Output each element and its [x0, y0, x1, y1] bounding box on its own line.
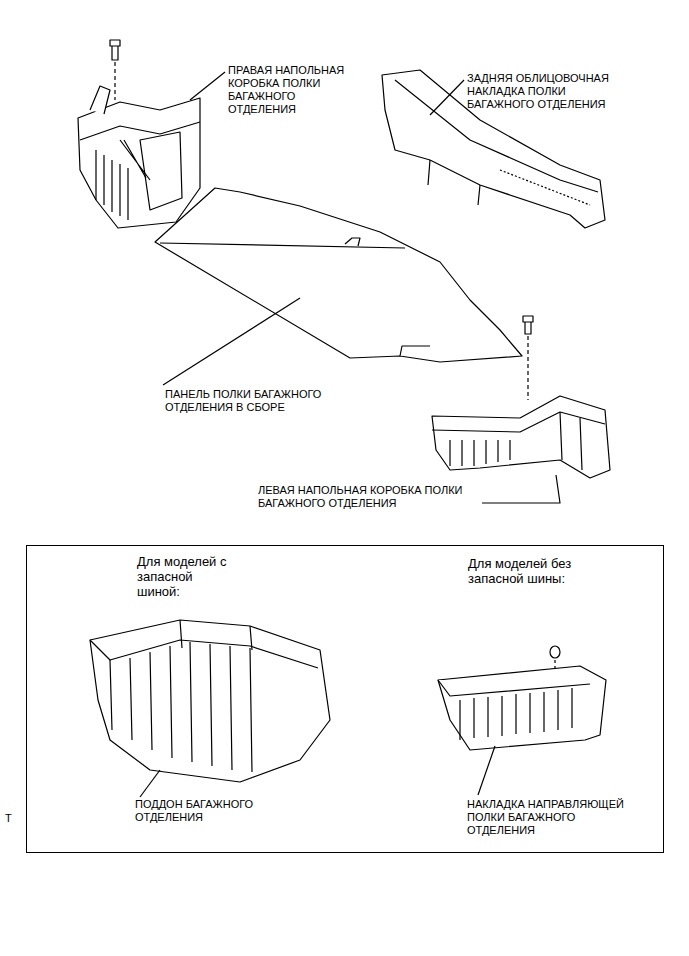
leader-line: [478, 746, 495, 795]
leader-line: [190, 72, 225, 100]
deck-board-panel: [155, 188, 522, 362]
part-name: ЗАДНЯЯ ОБЛИЦОВОЧНАЯ НАКЛАДКА ПОЛКИ БАГАЖ…: [467, 72, 632, 111]
part-name: ПАНЕЛЬ ПОЛКИ БАГАЖНОГО ОТДЕЛЕНИЯ В СБОРЕ: [165, 388, 335, 414]
bolt: [523, 316, 533, 400]
leader-line: [482, 475, 560, 503]
left-floor-box: [432, 396, 610, 478]
figure-code: T: [5, 812, 25, 825]
part-name: НАКЛАДКА НАПРАВЛЯЮЩЕЙ ПОЛКИ БАГАЖНОГО ОТ…: [467, 798, 637, 837]
leader-line: [163, 298, 300, 385]
guide-trim: [438, 666, 606, 750]
tray: [90, 620, 330, 782]
variant-heading: Для моделей с запасной шиной:: [137, 554, 227, 599]
leader-line: [430, 80, 464, 115]
right-floor-box: [78, 86, 200, 228]
part-name: ЛЕВАЯ НАПОЛЬНАЯ КОРОБКА ПОЛКИ БАГАЖНОГО …: [258, 484, 480, 510]
variant-heading: Для моделей без запасной шины:: [468, 556, 588, 586]
part-name: ПОДДОН БАГАЖНОГО ОТДЕЛЕНИЯ: [135, 798, 265, 824]
bolt: [110, 40, 120, 100]
variant-frame: Для моделей с запасной шиной: Для моделей…: [26, 545, 664, 853]
leader-line: [140, 770, 160, 797]
part-name: ПРАВАЯ НАПОЛЬНАЯ КОРОБКА ПОЛКИ БАГАЖНОГО…: [228, 64, 346, 116]
